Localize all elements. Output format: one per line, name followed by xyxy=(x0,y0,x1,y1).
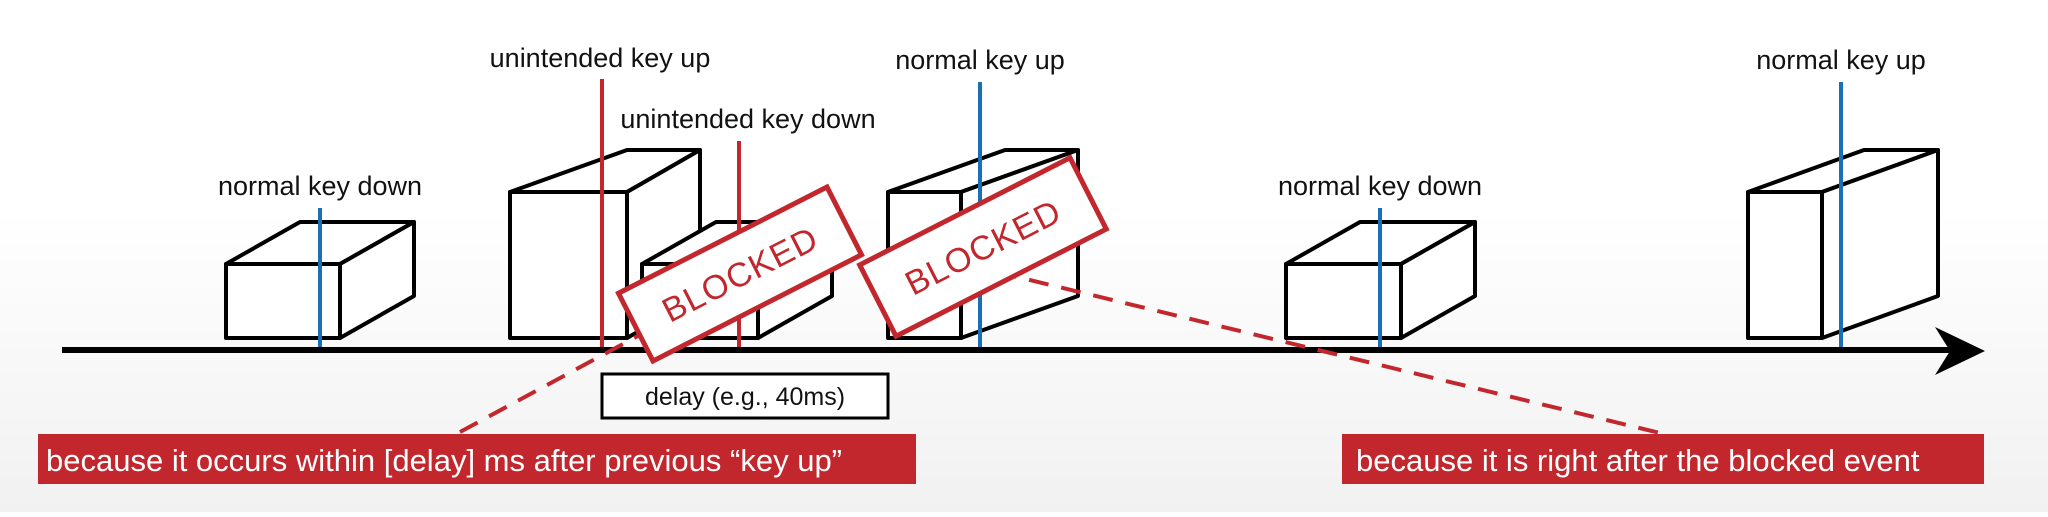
label-normal-key-up-2: normal key up xyxy=(1756,45,1926,75)
key-box-6 xyxy=(1746,148,1940,340)
timeline-arrowhead xyxy=(1935,327,1985,375)
dashed-connector-left xyxy=(459,322,661,434)
reason-banner-left: because it occurs within [delay] ms afte… xyxy=(38,434,916,484)
label-unintended-key-up: unintended key up xyxy=(490,43,711,73)
label-normal-key-down-1: normal key down xyxy=(218,171,422,201)
reason-right-text: because it is right after the blocked ev… xyxy=(1356,443,1920,478)
label-normal-key-down-2: normal key down xyxy=(1278,171,1482,201)
reason-banner-right: because it is right after the blocked ev… xyxy=(1342,434,1984,484)
dashed-connector-right xyxy=(996,270,1661,435)
delay-box: delay (e.g., 40ms) xyxy=(600,372,890,420)
label-normal-key-up-1: normal key up xyxy=(895,45,1065,75)
delay-label: delay (e.g., 40ms) xyxy=(645,383,845,411)
label-unintended-key-down: unintended key down xyxy=(620,104,875,134)
reason-left-text: because it occurs within [delay] ms afte… xyxy=(46,443,842,478)
